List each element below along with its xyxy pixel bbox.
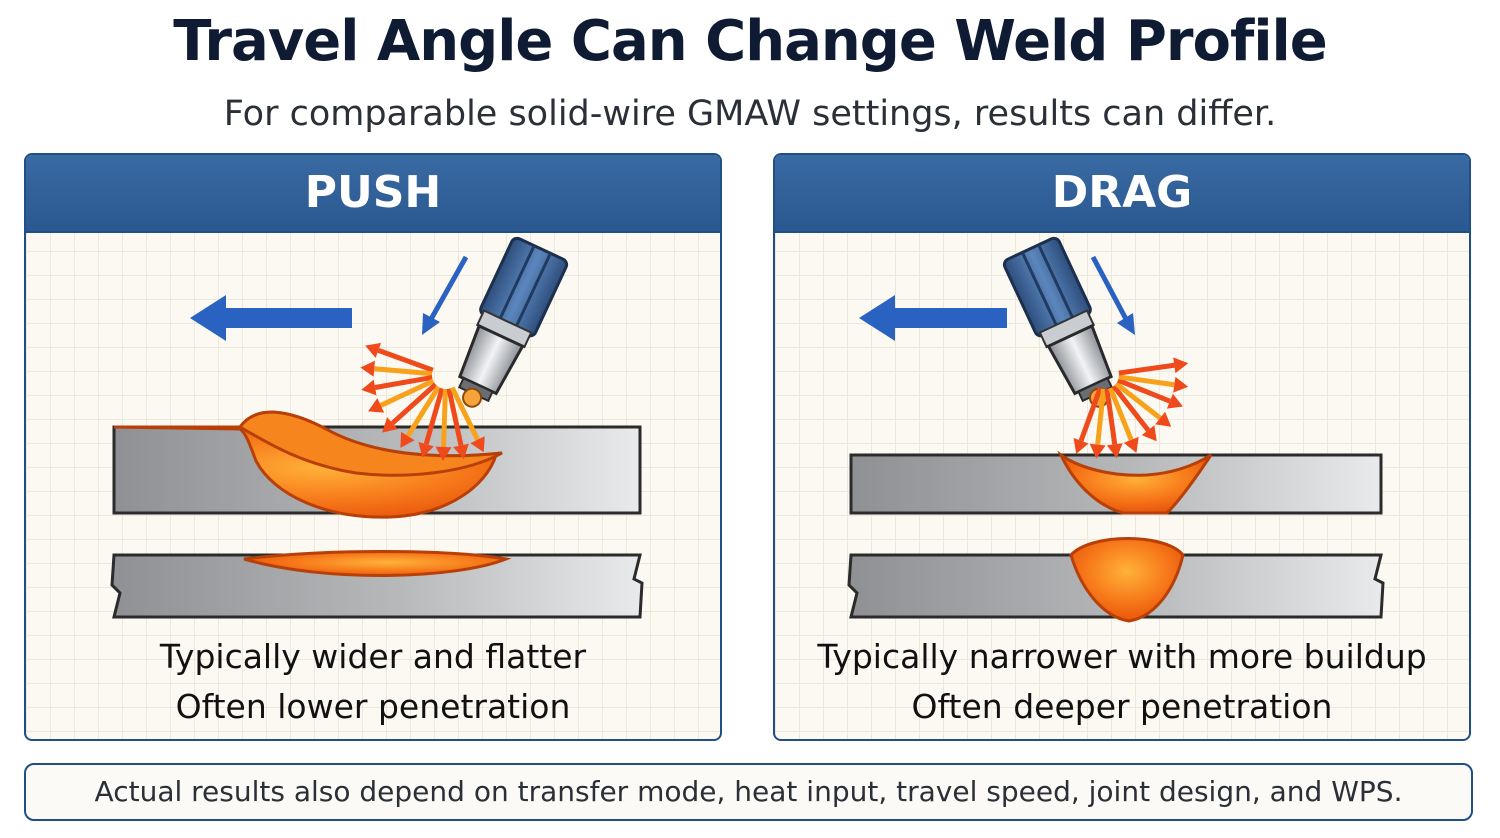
drag-spatter-arrows — [1073, 357, 1189, 459]
spatter-arrow-head — [400, 431, 415, 448]
drag-caption-penetration: Often deeper penetration — [911, 687, 1333, 726]
spatter-arrow-head — [1155, 411, 1172, 427]
torch-angle-arrow — [1090, 255, 1135, 335]
spatter-arrow-shaft — [1111, 384, 1151, 432]
welding-torch — [457, 236, 569, 408]
travel-direction-arrow — [190, 295, 352, 341]
drag-weld-top-view — [847, 537, 1385, 623]
welding-torch — [1002, 236, 1114, 408]
push-panel: PUSH — [24, 153, 722, 741]
push-caption-profile: Typically wider and flatter — [159, 637, 587, 676]
spatter-arrow-shaft — [374, 366, 433, 377]
spatter-arrow-head — [365, 342, 382, 358]
spatter-arrow-head — [1141, 425, 1157, 442]
spatter-arrow-head — [1106, 443, 1123, 459]
spatter-arrow-shaft — [377, 348, 434, 373]
push-weld-top-view — [110, 550, 644, 619]
spatter-arrow-head — [1089, 443, 1106, 459]
spatter-arrow-shaft — [374, 374, 433, 390]
footer-note: Actual results also depend on transfer m… — [24, 763, 1473, 821]
spatter-arrow-head — [361, 379, 377, 396]
spatter-arrow-shaft — [446, 388, 464, 446]
spatter-arrow-head — [1173, 357, 1189, 374]
drag-panel-header: DRAG — [775, 155, 1469, 233]
spatter-arrow-head — [382, 417, 398, 433]
push-caption-penetration: Often lower penetration — [175, 687, 571, 726]
drag-panel: DRAG — [773, 153, 1471, 741]
spatter-arrow-head — [368, 398, 385, 413]
spatter-arrow-shaft — [1117, 377, 1171, 404]
spatter-arrow-shaft — [1095, 388, 1107, 445]
spatter-arrow-head — [1166, 393, 1183, 409]
spatter-arrow-shaft — [1104, 388, 1118, 445]
spatter-arrow-head — [1173, 376, 1189, 393]
spatter-arrow-shaft — [1118, 374, 1175, 388]
spatter-arrow-shaft — [1107, 387, 1134, 441]
spatter-arrow-shaft — [379, 378, 435, 408]
spatter-arrow-shaft — [405, 385, 441, 438]
torch-angle-arrow — [422, 255, 469, 335]
drag-illustration — [847, 236, 1385, 623]
page-title: Travel Angle Can Change Weld Profile — [173, 9, 1327, 74]
spatter-arrow-shaft — [390, 382, 438, 426]
drag-caption-profile: Typically narrower with more buildup — [817, 637, 1427, 676]
spatter-arrow-head — [1073, 438, 1089, 454]
page-subtitle: For comparable solid-wire GMAW settings,… — [223, 94, 1277, 134]
push-weld-cross-section — [112, 410, 642, 519]
spatter-arrow-head — [1123, 436, 1139, 453]
drag-weld-cross-section — [849, 450, 1383, 515]
spatter-arrow-shaft — [1114, 381, 1162, 421]
spatter-arrow-shaft — [1118, 362, 1175, 376]
spatter-arrow-shaft — [440, 388, 449, 448]
push-spatter-arrows — [360, 342, 485, 461]
push-panel-header: PUSH — [26, 155, 720, 233]
spatter-arrow-head — [418, 442, 434, 458]
spatter-arrow-shaft — [449, 386, 480, 441]
spatter-arrow-shaft — [1078, 387, 1103, 442]
drag-weld-bead — [1057, 450, 1213, 515]
push-illustration — [110, 236, 644, 619]
spatter-arrow-head — [470, 436, 485, 453]
spatter-arrow-head — [453, 443, 469, 460]
spatter-arrow-head — [360, 360, 375, 377]
spatter-arrow-head — [435, 446, 452, 461]
spatter-arrow-shaft — [423, 387, 445, 445]
travel-direction-arrow — [859, 295, 1007, 341]
